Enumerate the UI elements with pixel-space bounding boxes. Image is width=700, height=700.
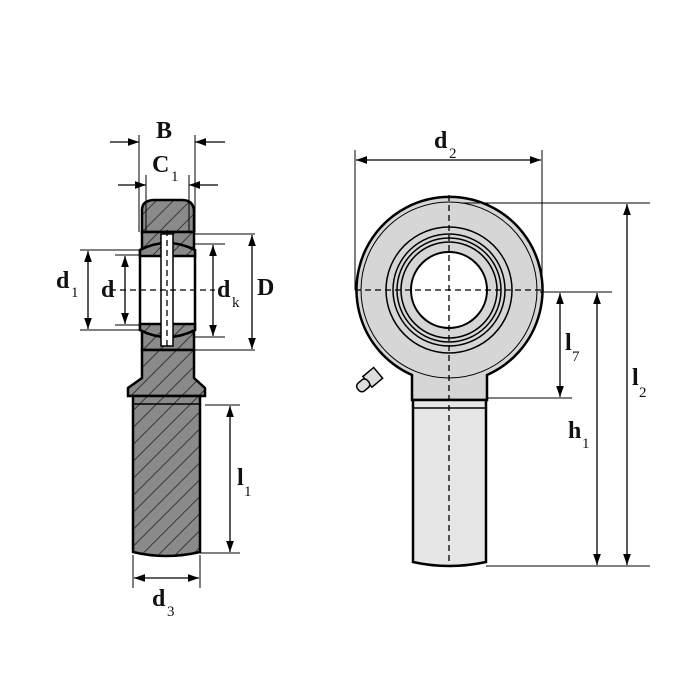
label-D: D xyxy=(257,275,274,301)
dimension-d2: d 2 xyxy=(354,128,543,290)
label-dk: d xyxy=(217,277,231,303)
label-h1-sub: 1 xyxy=(582,436,590,452)
label-d2-sub: 2 xyxy=(449,146,457,162)
housing-top xyxy=(140,198,196,234)
label-l1-sub: 1 xyxy=(244,484,252,500)
label-l1: l xyxy=(237,465,244,491)
dimension-d: d xyxy=(101,254,140,326)
shank-front xyxy=(411,398,488,568)
label-d2: d xyxy=(434,128,448,154)
label-d: d xyxy=(101,277,115,303)
label-h1: h xyxy=(568,418,581,444)
neck xyxy=(126,348,207,398)
label-l2: l xyxy=(632,365,639,391)
grease-nipple xyxy=(355,366,384,393)
dimension-dk: d k xyxy=(195,243,240,338)
label-B: B xyxy=(156,118,172,144)
dimension-d3: d 3 xyxy=(132,555,201,620)
label-l2-sub: 2 xyxy=(639,385,647,401)
label-d3-sub: 3 xyxy=(167,604,175,620)
dimension-C1: C 1 xyxy=(118,152,218,232)
front-view xyxy=(355,195,545,568)
dimension-d1: d 1 xyxy=(56,249,140,331)
label-C-sub: 1 xyxy=(171,169,179,185)
dimension-D: D xyxy=(195,233,274,351)
label-l7-sub: 7 xyxy=(572,349,580,365)
label-d3: d xyxy=(152,586,166,612)
dimension-l2: l 2 xyxy=(460,202,650,567)
dimension-h1: h 1 xyxy=(540,291,612,565)
dimension-l7: l 7 xyxy=(487,293,580,399)
shank xyxy=(131,394,202,558)
dimension-l1: l 1 xyxy=(200,404,252,554)
label-d1-sub: 1 xyxy=(71,285,79,301)
label-dk-sub: k xyxy=(232,295,240,311)
label-d1: d xyxy=(56,268,70,294)
label-C: C xyxy=(152,152,169,178)
section-view xyxy=(110,198,215,558)
label-l7: l xyxy=(565,330,572,356)
